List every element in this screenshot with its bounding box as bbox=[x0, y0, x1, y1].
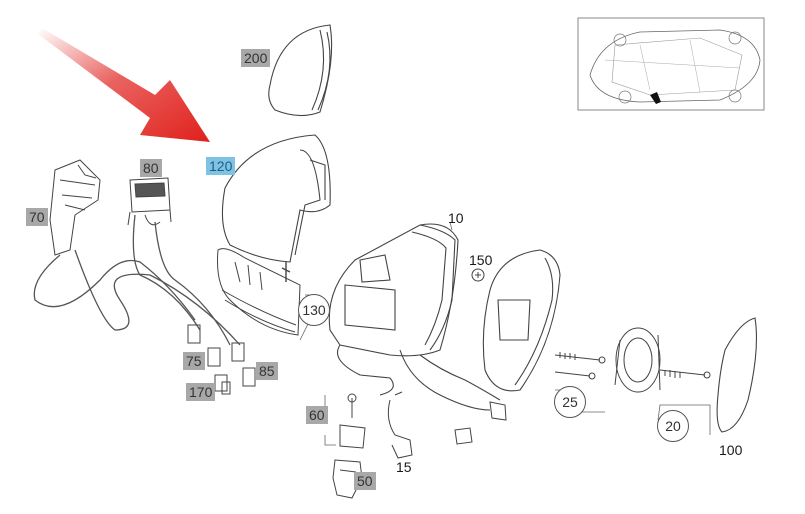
callout-85: 85 bbox=[256, 362, 278, 380]
part-10-housing bbox=[328, 223, 501, 411]
part-20-actuator bbox=[614, 327, 711, 393]
callout-200: 200 bbox=[241, 49, 271, 67]
callout-80: 80 bbox=[140, 159, 162, 177]
callout-150: 150 bbox=[469, 252, 493, 268]
callout-25: 25 bbox=[554, 386, 586, 418]
part-130-turn-signal bbox=[217, 248, 301, 336]
vehicle-location-inset bbox=[577, 17, 765, 111]
part-25-screws bbox=[554, 352, 606, 380]
callout-130: 130 bbox=[298, 294, 330, 326]
callout-120: 120 bbox=[206, 157, 236, 175]
callout-50: 50 bbox=[354, 472, 376, 490]
part-70-bracket bbox=[49, 159, 101, 256]
parts-60-15-50 bbox=[332, 391, 507, 499]
callout-10: 10 bbox=[448, 210, 464, 226]
callout-75: 75 bbox=[183, 352, 205, 370]
part-200-cap bbox=[268, 24, 333, 117]
wiring-harness bbox=[33, 214, 241, 346]
callout-20: 20 bbox=[657, 410, 689, 442]
callout-100: 100 bbox=[719, 442, 743, 458]
red-pointer-arrow bbox=[38, 28, 210, 142]
callout-15: 15 bbox=[396, 459, 412, 475]
part-80-module bbox=[127, 177, 172, 226]
part-150-screw bbox=[471, 268, 485, 282]
connectors-75-85-170 bbox=[187, 324, 256, 395]
callout-60: 60 bbox=[306, 406, 328, 424]
callout-70: 70 bbox=[26, 208, 48, 226]
part-100-glass bbox=[716, 317, 758, 433]
callout-170: 170 bbox=[186, 383, 216, 401]
glass-carrier-frame bbox=[482, 249, 561, 392]
part-120-cover bbox=[221, 134, 331, 263]
